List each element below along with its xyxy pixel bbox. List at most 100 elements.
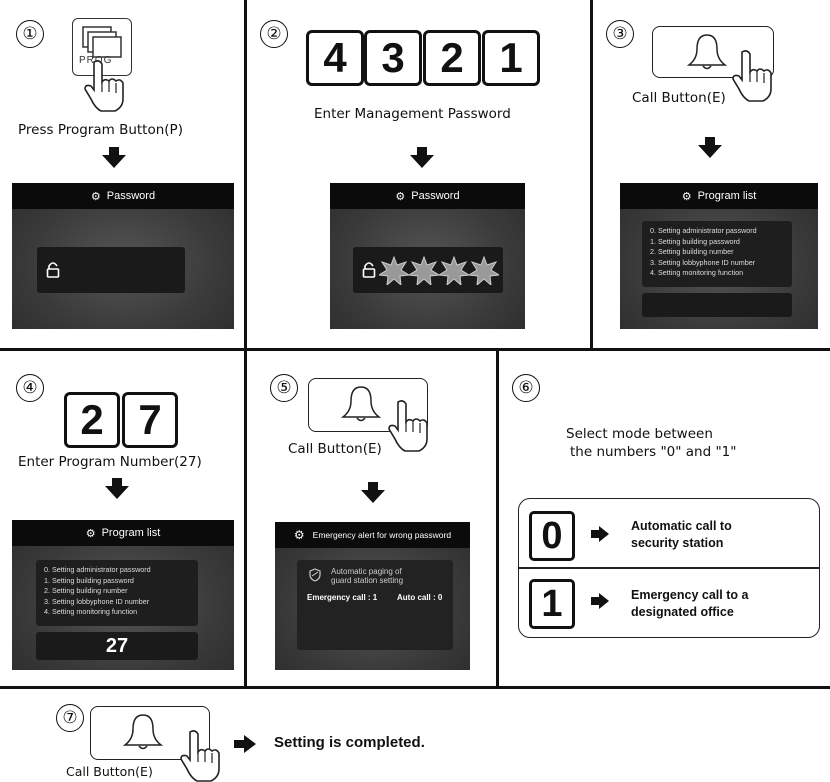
mode-digit-1: 1: [529, 579, 575, 629]
menu-item: 1. Setting building password: [650, 236, 740, 246]
divider: [0, 686, 830, 689]
hand-pointer-icon: [84, 60, 124, 112]
program-number-entry: 27: [36, 632, 198, 660]
down-arrow-icon: [361, 482, 385, 503]
hand-pointer-icon: [388, 400, 428, 452]
mode-0-description: Automatic call to security station: [631, 518, 732, 552]
hand-pointer-icon: [180, 730, 220, 782]
mode-line: designated office: [631, 605, 734, 619]
emergency-alert-screen: ⚙ Emergency alert for wrong password Aut…: [275, 522, 470, 670]
screen-title: Program list: [697, 190, 757, 202]
mode-line: Emergency call to a: [631, 588, 749, 602]
screen-title: Password: [411, 190, 460, 202]
menu-item: 2. Setting building number: [44, 586, 128, 595]
key-7: 7: [122, 392, 178, 448]
mode-digit-0: 0: [529, 511, 575, 561]
right-arrow-icon: [591, 526, 609, 542]
divider: [496, 348, 499, 688]
key-2: 2: [423, 30, 481, 86]
screen-title: Program list: [101, 527, 161, 539]
step-4-number: ④: [16, 374, 44, 402]
step-3-number: ③: [606, 20, 634, 48]
step-3-caption: Call Button(E): [632, 90, 726, 106]
mode-line: security station: [631, 536, 724, 550]
down-arrow-icon: [410, 147, 434, 168]
option-line: Automatic paging of: [331, 567, 402, 576]
key-1: 1: [482, 30, 540, 86]
divider: [0, 348, 830, 351]
key-2: 2: [64, 392, 120, 448]
gear-icon: ⚙: [85, 527, 96, 540]
gear-icon: ⚙: [681, 190, 692, 203]
mode-1-description: Emergency call to a designated office: [631, 587, 748, 621]
menu-item: 3. Setting lobbyphone ID number: [44, 596, 150, 606]
password-field: [353, 247, 503, 293]
shield-icon: [309, 568, 321, 582]
step-6-caption: Select mode between: [566, 426, 713, 442]
step-6-caption: the numbers "0" and "1": [570, 444, 737, 460]
step-1-number: ①: [16, 20, 44, 48]
masked-password-icon: [379, 255, 499, 285]
menu-item: 4. Setting monitoring function: [44, 607, 138, 616]
screen-title: Emergency alert for wrong password: [312, 530, 452, 540]
gear-icon: ⚙: [395, 190, 406, 203]
key-4: 4: [306, 30, 364, 86]
screen-title-bar: ⚙ Password: [12, 183, 234, 209]
key-3: 3: [364, 30, 422, 86]
menu-item: 4. Setting monitoring function: [650, 268, 744, 277]
screen-title-bar: ⚙ Password: [330, 183, 525, 209]
program-list-screen: ⚙ Program list 0. Setting administrator …: [12, 520, 234, 670]
screen-title-bar: ⚙ Program list: [12, 520, 234, 546]
step-5-caption: Call Button(E): [288, 441, 382, 457]
menu-item: 3. Setting lobbyphone ID number: [650, 257, 756, 267]
auto-call-value: Auto call : 0: [397, 593, 443, 602]
right-arrow-icon: [234, 735, 256, 753]
menu-item: 1. Setting building password: [44, 575, 134, 585]
step-1-caption: Press Program Button(P): [18, 122, 183, 138]
program-menu: 0. Setting administrator password 1. Set…: [642, 221, 792, 287]
program-menu: 0. Setting administrator password 1. Set…: [36, 560, 198, 626]
divider: [244, 348, 247, 688]
right-arrow-icon: [591, 593, 609, 609]
program-icon: [82, 26, 122, 58]
password-screen: ⚙ Password: [330, 183, 525, 329]
hand-pointer-icon: [732, 50, 772, 102]
lock-icon: [362, 262, 376, 278]
step-2-number: ②: [260, 20, 288, 48]
program-list-screen: ⚙ Program list 0. Setting administrator …: [620, 183, 818, 329]
screen-title-bar: ⚙ Emergency alert for wrong password: [275, 522, 470, 548]
menu-item: 0. Setting administrator password: [44, 565, 151, 574]
screen-title: Password: [106, 190, 156, 202]
divider: [519, 567, 819, 569]
divider: [590, 0, 593, 350]
divider: [244, 0, 247, 350]
emergency-call-value: Emergency call : 1: [307, 593, 378, 602]
menu-item: 2. Setting building number: [650, 247, 734, 256]
step-2-caption: Enter Management Password: [314, 106, 511, 122]
program-button: PROG: [72, 18, 132, 76]
bell-icon: [341, 386, 381, 422]
option-line: guard station setting: [331, 576, 404, 585]
menu-item: 0. Setting administrator password: [650, 226, 757, 235]
down-arrow-icon: [698, 137, 722, 158]
gear-icon: ⚙: [90, 190, 101, 203]
option-text: Automatic paging of guard station settin…: [331, 567, 403, 585]
step-4-caption: Enter Program Number(27): [18, 454, 202, 470]
bell-icon: [687, 34, 727, 70]
entry-field: [642, 293, 792, 317]
mode-line: Automatic call to: [631, 519, 732, 533]
lock-icon: [46, 262, 60, 278]
step-7-caption: Call Button(E): [66, 764, 153, 779]
down-arrow-icon: [105, 478, 129, 499]
alert-panel: Automatic paging of guard station settin…: [297, 560, 453, 650]
step-6-number: ⑥: [512, 374, 540, 402]
screen-title-bar: ⚙ Program list: [620, 183, 818, 209]
password-field: [37, 247, 185, 293]
program-label: PROG: [79, 55, 112, 66]
password-screen: ⚙ Password: [12, 183, 234, 329]
bell-icon: [123, 714, 163, 750]
mode-selection-box: 0 Automatic call to security station 1 E…: [518, 498, 820, 638]
step-5-number: ⑤: [270, 374, 298, 402]
down-arrow-icon: [102, 147, 126, 168]
gear-icon: ⚙: [293, 528, 305, 542]
